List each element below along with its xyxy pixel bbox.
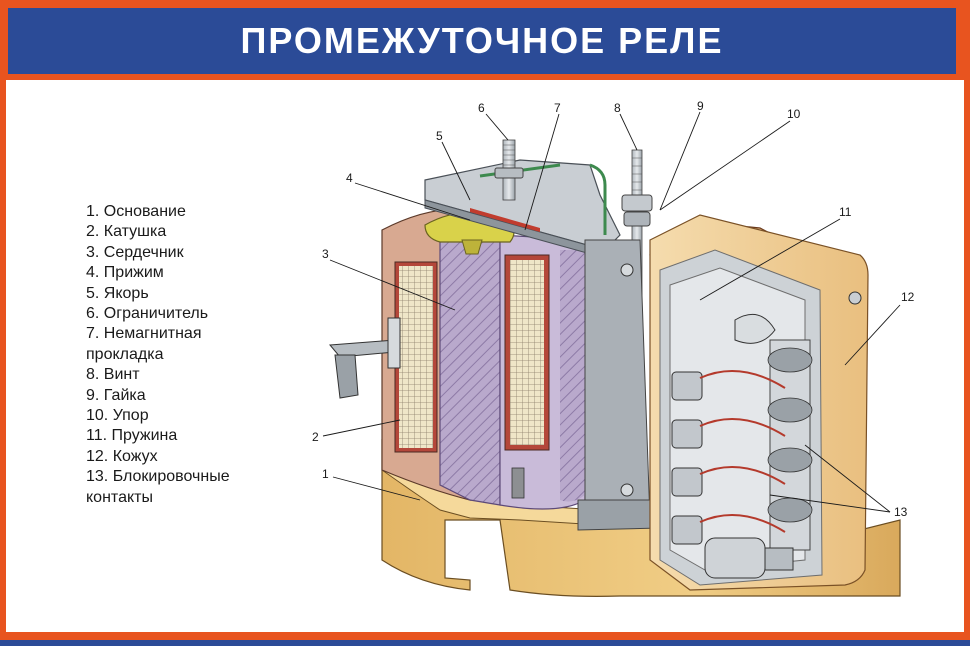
- legend-item: 8. Винт: [86, 366, 140, 384]
- limiter-screw: [494, 139, 524, 201]
- callout-label: 5: [436, 129, 443, 143]
- parts-legend: 1. Основание 2. Катушка 3. Сердечник 4. …: [86, 202, 286, 508]
- bottom-frame-orange: [0, 632, 970, 640]
- legend-item: 5. Якорь: [86, 284, 149, 302]
- legend-item: 2. Катушка: [86, 223, 167, 241]
- left-frame: [0, 80, 6, 632]
- callout-label: 6: [478, 101, 485, 115]
- callout-label: 3: [322, 247, 329, 261]
- poster-title: ПРОМЕЖУТОЧНОЕ РЕЛЕ: [240, 20, 724, 61]
- title-bar: ПРОМЕЖУТОЧНОЕ РЕЛЕ: [8, 8, 956, 74]
- terminal-clip: [328, 317, 401, 399]
- legend-item: 4. Прижим: [86, 264, 164, 282]
- leader-lines: [322, 111, 901, 513]
- callout-label: 7: [554, 101, 561, 115]
- callout-label: 10: [787, 107, 801, 121]
- bottom-frame-blue: [0, 640, 970, 646]
- callout-labels: 1 2 3 4 5 6 7 8 9 10 11 12 13: [312, 99, 915, 519]
- callout-label: 4: [346, 171, 353, 185]
- callout-label: 1: [322, 467, 329, 481]
- legend-item: 12. Кожух: [86, 447, 158, 465]
- yoke-frame: [577, 239, 661, 531]
- callout-label: 11: [839, 205, 852, 219]
- legend-item: 10. Упор: [86, 407, 149, 425]
- right-frame: [964, 80, 970, 632]
- legend-item: 13. Блокировочные контакты: [86, 468, 230, 506]
- interlock-contacts: [671, 313, 813, 579]
- callout-label: 8: [614, 101, 621, 115]
- legend-item: 6. Ограничитель: [86, 305, 209, 323]
- legend-item: 7. Немагнитная прокладка: [86, 325, 202, 363]
- callout-label: 13: [894, 505, 908, 519]
- legend-item: 11. Пружина: [86, 427, 178, 445]
- legend-item: 9. Гайка: [86, 386, 146, 404]
- core-part: [439, 234, 586, 510]
- legend-item: 1. Основание: [86, 203, 186, 220]
- callout-label: 12: [901, 290, 915, 304]
- callout-label: 2: [312, 430, 319, 444]
- legend-item: 3. Сердечник: [86, 243, 184, 261]
- callout-label: 9: [697, 99, 704, 113]
- armature-part: [424, 159, 621, 259]
